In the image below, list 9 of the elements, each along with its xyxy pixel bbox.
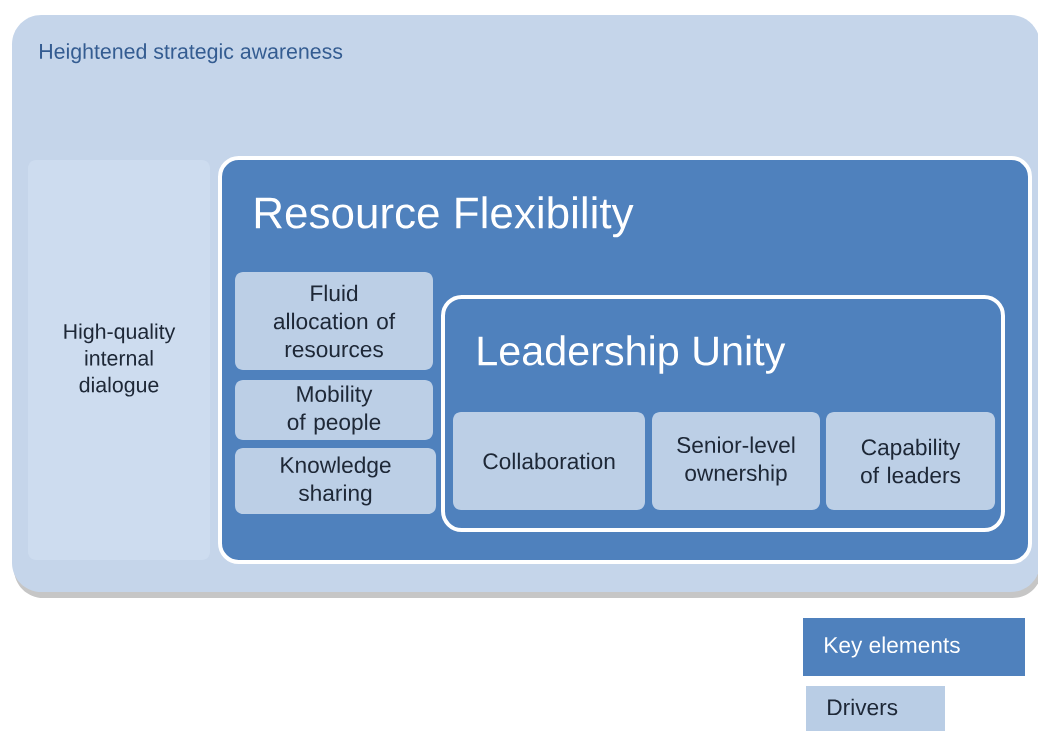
driver-box: High-quality internal dialogue: [28, 160, 210, 560]
driver-box: Fluid allocation of resources: [235, 272, 433, 370]
legend-label: Drivers: [828, 698, 898, 716]
driver-box: Senior-level ownership: [652, 412, 820, 510]
driver-box: Collaboration: [453, 412, 645, 510]
driver-box: Knowledge sharing: [235, 448, 437, 514]
legend-label: Key elements: [825, 636, 960, 658]
driver-box: Mobility of people: [235, 380, 433, 440]
driver-box: Capability of leaders: [825, 412, 996, 510]
